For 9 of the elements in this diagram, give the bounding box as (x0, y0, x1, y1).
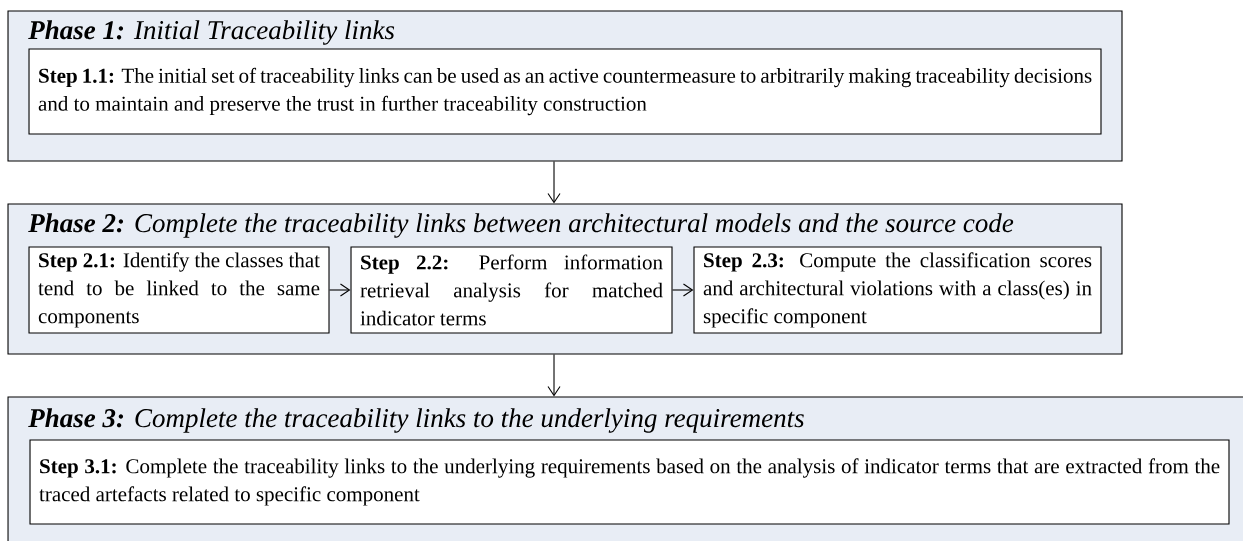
step-box: Step 2.1: Identify the classes that tend to be linked to the same components (28, 246, 330, 334)
arrow (547, 354, 561, 397)
step-box: Step 2.3: Compute the classification scores and architectural violations with a class(es) in specific component (693, 246, 1102, 334)
arrow (329, 283, 351, 297)
arrow (547, 161, 561, 204)
step-box: Step 3.1: Complete the traceability links to the underlying requirements based on the analysis of indicator terms that are extracted from the traced artefacts related to specific component (29, 439, 1230, 525)
arrow (672, 283, 694, 297)
step-box: Step 1.1: The initial set of traceability links can be used as an active countermeasure to arbitrarily making traceability decisions and to maintain and preserve the trust in further traceability construction (28, 48, 1102, 135)
step-box: Step 2.2: Perform information retrieval analysis for matched indicator terms (350, 246, 673, 334)
